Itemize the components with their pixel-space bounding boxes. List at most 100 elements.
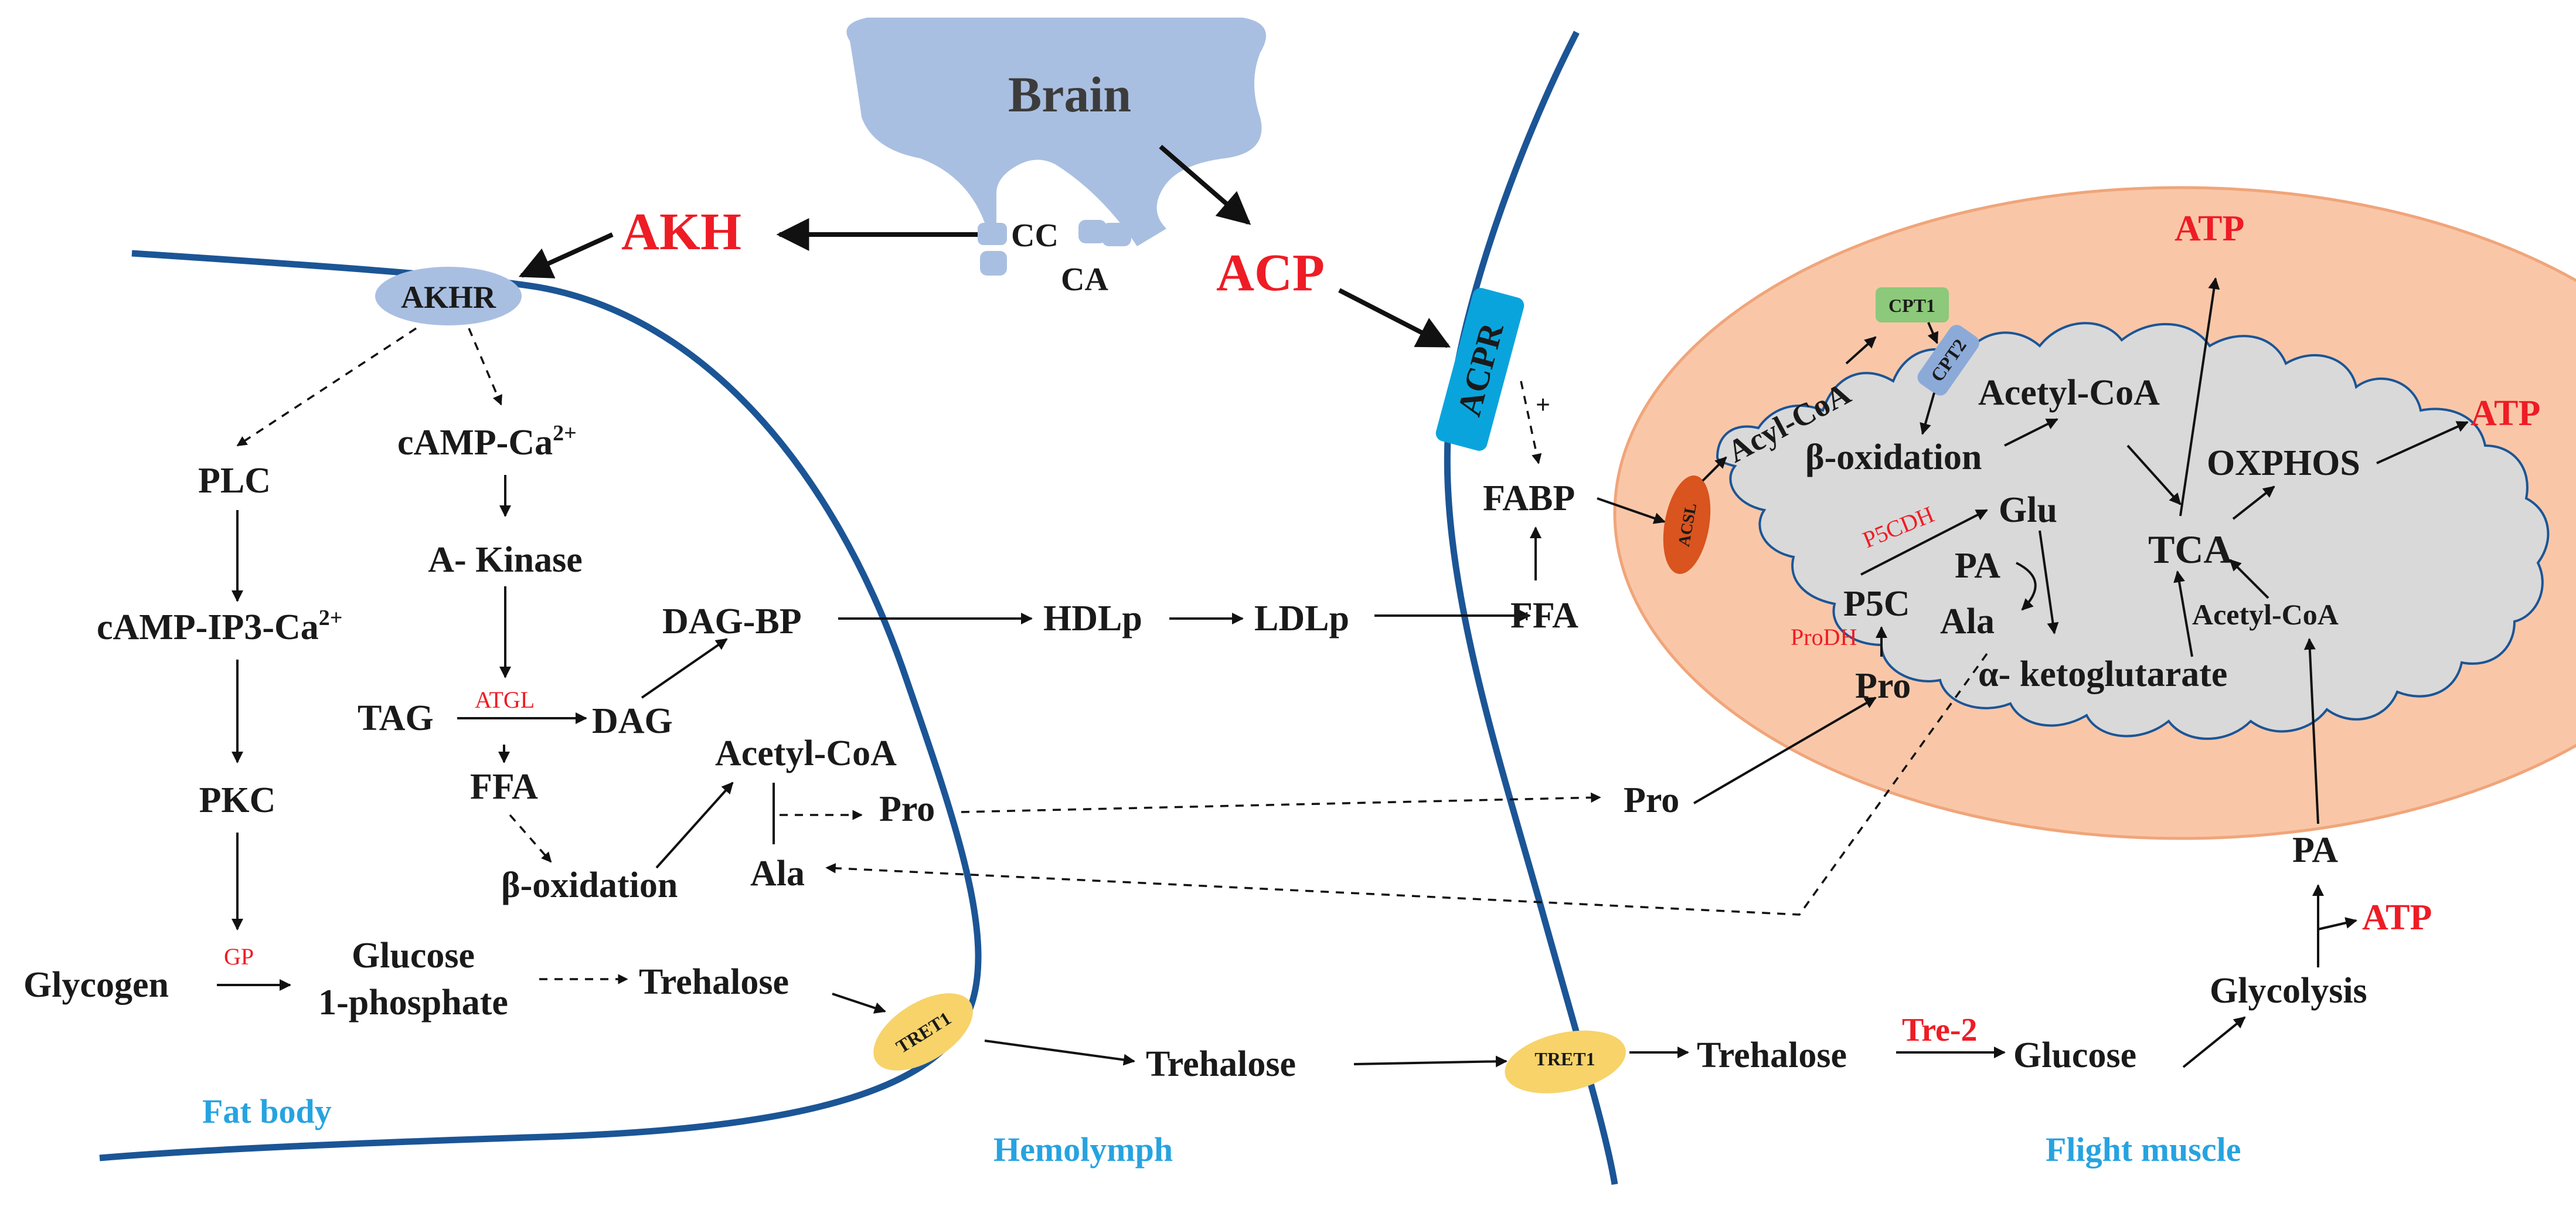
- acetyl-right-to-tca: [2229, 559, 2269, 599]
- oxphos-label: OXPHOS: [2207, 443, 2360, 483]
- fabp-to-acsl: [1597, 497, 1666, 524]
- ca-label: CA: [1061, 261, 1108, 298]
- region-flight-muscle: Flight muscle: [2046, 1130, 2241, 1169]
- acetyl-coa-fat-label: Acetyl-CoA: [715, 733, 897, 773]
- akhr-label: AKHR: [401, 280, 496, 315]
- p5c-label: P5C: [1843, 584, 1910, 624]
- camp-ip3-label: cAMP-IP3-Ca2+: [97, 606, 342, 647]
- brain-shape: [846, 18, 1266, 276]
- ala-fat-label: Ala: [750, 854, 805, 894]
- acp-to-acpr-arrow: [1338, 288, 1451, 348]
- tret1-fat-transporter: [873, 993, 973, 1071]
- tret1-to-hemo-trehalose: [984, 1040, 1135, 1066]
- ala-return-dashed: [825, 653, 1988, 916]
- brain-label: Brain: [1008, 66, 1131, 123]
- akhr-to-camp: [468, 328, 502, 406]
- atp-right: ATP: [2470, 393, 2540, 433]
- dag-label: DAG: [592, 701, 673, 741]
- cpt1-to-cpt2: [1927, 322, 1939, 344]
- glu-label: Glu: [1999, 490, 2057, 530]
- pro-muscle-label: Pro: [1624, 780, 1679, 820]
- beta-ox-to-acetyl-top: [2004, 418, 2058, 447]
- cc-label: CC: [1011, 218, 1059, 254]
- pro-fat-label: Pro: [879, 789, 935, 829]
- cpt2-to-beta-ox: [1920, 392, 1935, 435]
- atgl-label: ATGL: [475, 687, 535, 713]
- pa-muscle-label: PA: [2292, 830, 2338, 870]
- akg-to-tca: [2173, 570, 2193, 657]
- trehalose-to-tret1-fat: [832, 993, 886, 1014]
- plc-label: PLC: [198, 461, 271, 501]
- dag-to-dagbp: [641, 638, 728, 699]
- tre2-label: Tre-2: [1902, 1012, 1978, 1048]
- alpha-kg-label: α- ketoglutarate: [1978, 654, 2227, 694]
- glycogen-label: Glycogen: [23, 965, 169, 1005]
- plus-label: +: [1536, 390, 1550, 419]
- trehalose-hemo-label: Trehalose: [1146, 1044, 1296, 1084]
- pa-to-acetylcoa-right: [2303, 638, 2319, 824]
- glycolysis-label: Glycolysis: [2210, 971, 2367, 1011]
- prodh-label: ProDH: [1791, 624, 1857, 650]
- ffa-to-beta-ox: [509, 814, 552, 863]
- glucose-muscle-label: Glucose: [2013, 1035, 2136, 1075]
- pro-mito-label: Pro: [1855, 666, 1911, 706]
- acsl-to-acylcoa: [1702, 456, 1727, 482]
- tca-to-atp-top: [2179, 277, 2220, 517]
- pkc-label: PKC: [199, 780, 276, 820]
- tret1-muscle-label: TRET1: [1534, 1048, 1595, 1069]
- atp-top: ATP: [2175, 209, 2244, 249]
- acpr-receptor: [1435, 288, 1524, 451]
- acp-label: ACP: [1216, 244, 1325, 302]
- ffa-fat-label: FFA: [470, 767, 538, 807]
- akh-label: AKH: [621, 203, 741, 261]
- region-hemolymph: Hemolymph: [993, 1130, 1173, 1169]
- tag-label: TAG: [358, 698, 434, 738]
- dag-bp-label: DAG-BP: [662, 602, 802, 641]
- fabp-label: FABP: [1483, 478, 1575, 518]
- acsl-enzyme: [1663, 475, 1711, 574]
- akhr-to-plc: [236, 327, 417, 447]
- cpt1-label: CPT1: [1888, 295, 1935, 316]
- akhr-receptor: [375, 267, 522, 325]
- tca-label: TCA: [2148, 527, 2233, 572]
- pa-mito-label: PA: [1955, 546, 2000, 586]
- camp-ca-label: cAMP-Ca2+: [397, 421, 577, 463]
- brain-to-acp-arrow: [1159, 144, 1251, 225]
- ffa-muscle-label: FFA: [1510, 596, 1578, 636]
- akh-to-akhr-arrow: [518, 232, 614, 278]
- acetyl-top-to-tca: [2126, 444, 2182, 505]
- pro-hemo-dashed: [961, 792, 1601, 813]
- fat-body-membrane: [99, 250, 982, 1161]
- trehalose-fat-label: Trehalose: [639, 962, 789, 1002]
- trehalose-muscle-label: Trehalose: [1697, 1035, 1847, 1075]
- glucose-1p-line2: 1-phosphate: [318, 983, 508, 1023]
- oxphos-to-atp: [2376, 421, 2469, 464]
- glu-to-akg: [2039, 530, 2059, 634]
- glucose-1p-line1: Glucose: [352, 936, 475, 976]
- atp-glycolysis: ATP: [2362, 898, 2432, 938]
- pro-to-mito-pro: [1693, 697, 1877, 804]
- cpt2-enzyme: [1917, 325, 1979, 396]
- beta-ox-fat-label: β-oxidation: [501, 865, 678, 905]
- hdlp-label: HDLp: [1043, 599, 1142, 638]
- ldlp-label: LDLp: [1254, 599, 1349, 638]
- p5c-to-glu: [1860, 509, 1988, 576]
- pa-ala-exchange: [2016, 562, 2037, 611]
- gp-label: GP: [224, 943, 254, 970]
- tca-to-oxphos: [2232, 485, 2275, 520]
- beta-ox-to-acetyl: [655, 782, 734, 869]
- a-kinase-label: A- Kinase: [428, 540, 583, 580]
- tret1-muscle-transporter: [1505, 1030, 1626, 1093]
- ala-mito-label: Ala: [1940, 602, 1995, 641]
- glycolysis-to-atp: [2318, 917, 2357, 930]
- glucose-to-glycolysis: [2182, 1016, 2246, 1068]
- cpt1-enzyme: [1876, 287, 1949, 322]
- region-fat-body: Fat body: [202, 1092, 332, 1130]
- hemo-trehalose-to-tret1: [1353, 1055, 1508, 1068]
- acetyl-coa-right-label: Acetyl-CoA: [2192, 598, 2339, 631]
- acylcoa-to-cpt1: [1845, 336, 1877, 365]
- beta-ox-mito-label: β-oxidation: [1805, 437, 1982, 477]
- acetyl-coa-top-label: Acetyl-CoA: [1978, 373, 2160, 413]
